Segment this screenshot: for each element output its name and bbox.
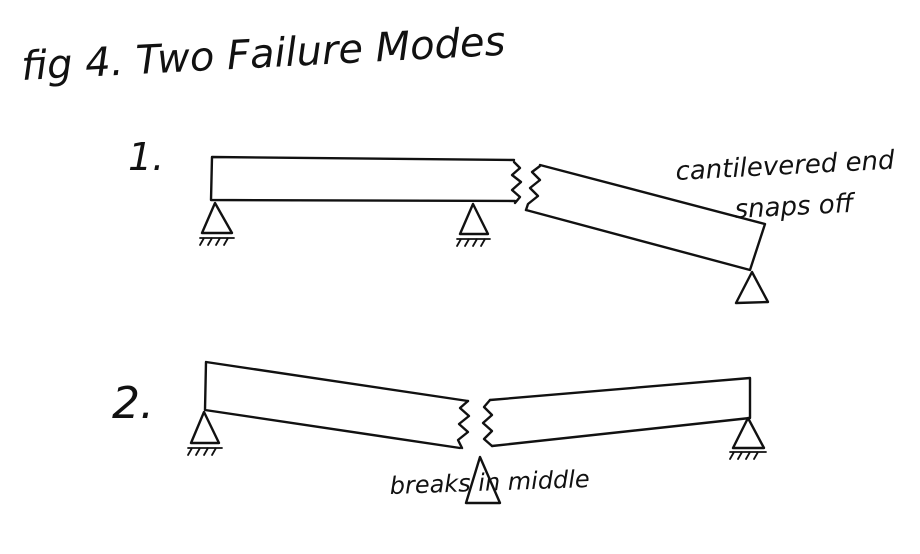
support-icon xyxy=(456,202,491,247)
mode-2-left-break-zigzag xyxy=(456,399,471,450)
mode-2: 2. breaks in middle xyxy=(112,360,767,505)
mode-2-number: 2. xyxy=(112,378,154,429)
mode-2-note: breaks in middle xyxy=(389,465,590,500)
middle-support-icon xyxy=(464,455,502,505)
mode-2-right-break-zigzag xyxy=(481,398,494,448)
figure-title: fig 4. Two Failure Modes xyxy=(20,19,506,90)
support-icon xyxy=(729,416,767,460)
mode-1-left-beam xyxy=(209,155,517,203)
support-icon xyxy=(187,410,223,456)
support-icon xyxy=(734,270,770,305)
support-icon xyxy=(199,201,235,246)
mode-1: 1. cantilevered end snaps off xyxy=(128,135,896,305)
mode-1-number: 1. xyxy=(128,135,164,179)
mode-1-right-break-zigzag xyxy=(524,164,542,212)
mode-1-left-break-zigzag xyxy=(510,160,523,205)
mode-2-right-beam xyxy=(488,376,752,448)
mode-1-right-beam xyxy=(524,163,767,272)
mode-2-left-beam xyxy=(203,360,470,450)
mode-1-note-line1: cantilevered end xyxy=(675,146,896,187)
mode-1-note-line2: snaps off xyxy=(734,189,858,225)
